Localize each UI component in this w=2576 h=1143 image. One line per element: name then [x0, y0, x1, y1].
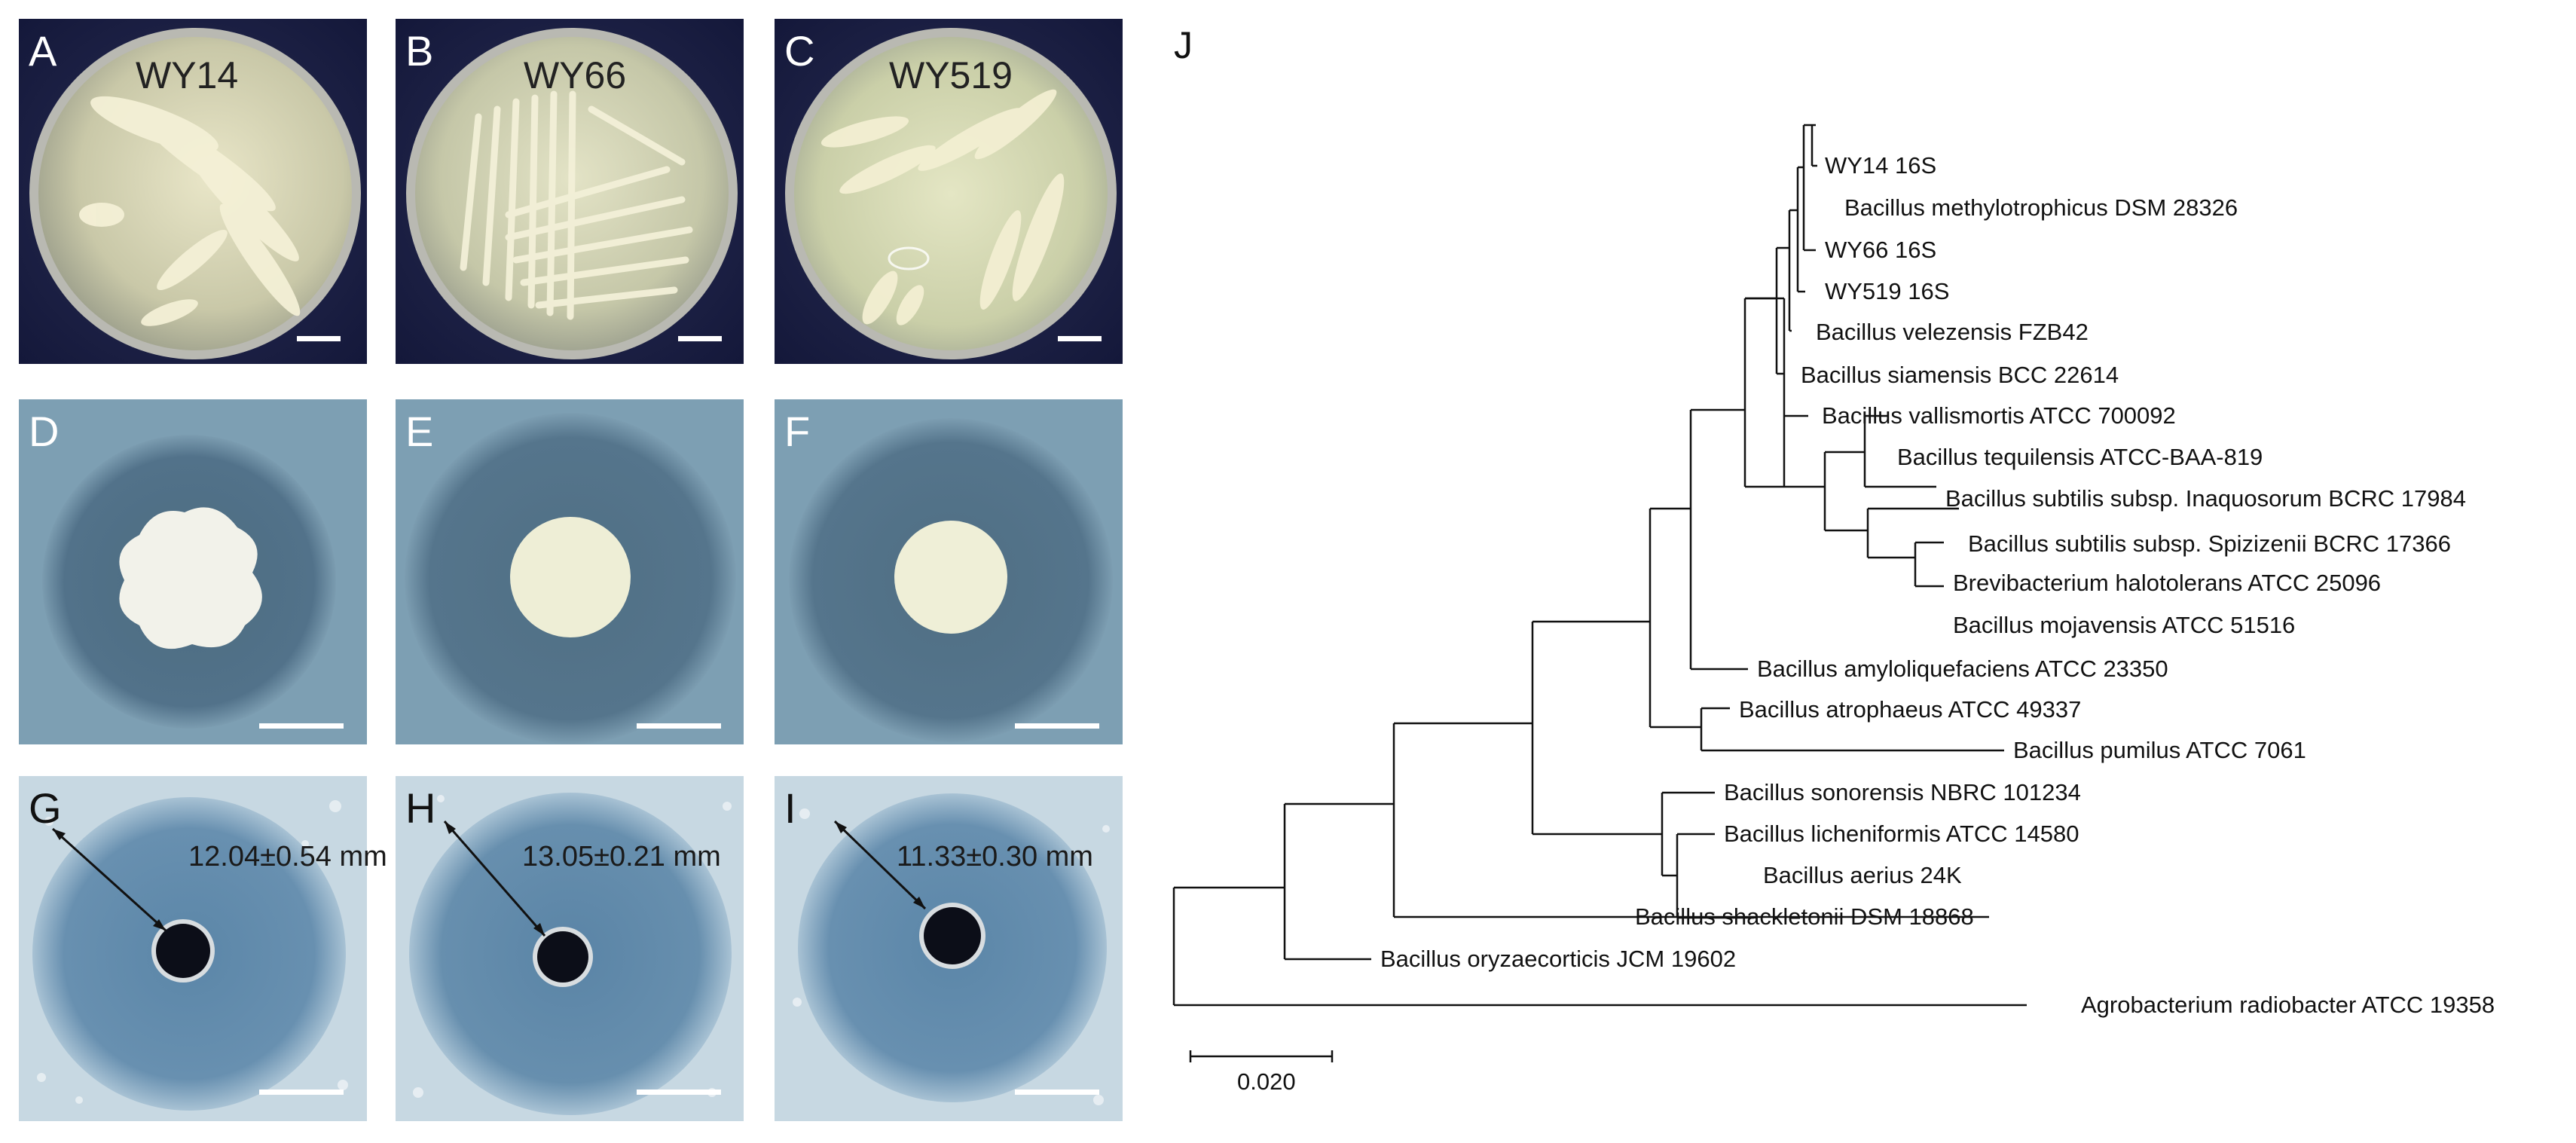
inhibition-zone-measurement-i: 11.33±0.30 mm: [897, 841, 1093, 873]
scale-bar-b: [678, 336, 722, 341]
tree-leaf-label: WY14 16S: [1825, 152, 1936, 179]
panel-label-g: G: [29, 784, 62, 832]
tree-leaf-label: Brevibacterium halotolerans ATCC 25096: [1953, 570, 2381, 596]
panel-label-e: E: [405, 408, 434, 455]
panel-label-c: C: [784, 27, 815, 75]
tree-leaf-label: Bacillus vallismortis ATCC 700092: [1822, 402, 2176, 429]
panel-a-plate-image: [19, 19, 367, 364]
phylogenetic-tree: WY14 16S Bacillus methylotrophicus DSM 2…: [1172, 124, 2495, 1095]
tree-leaf-labels: WY14 16S Bacillus methylotrophicus DSM 2…: [1380, 152, 2495, 1018]
tree-leaf-label: Bacillus mojavensis ATCC 51516: [1953, 612, 2295, 638]
strain-label-wy66: WY66: [524, 54, 627, 96]
tree-leaf-label: Bacillus sonorensis NBRC 101234: [1724, 779, 2081, 805]
scale-bar-g: [259, 1090, 344, 1095]
scale-bar-a: [297, 336, 341, 341]
tree-scale-label: 0.020: [1237, 1068, 1296, 1095]
panel-e-colony-image: [396, 399, 744, 744]
panel-f-colony-image: [775, 399, 1123, 744]
scale-bar-e: [637, 723, 721, 729]
panel-g-inhibition-zone-image: [19, 776, 367, 1121]
tree-leaf-label: Bacillus oryzaecorticis JCM 19602: [1380, 946, 1736, 972]
panel-i-inhibition-zone-image: [775, 776, 1123, 1121]
tree-scale-bar: 0.020: [1189, 1050, 1334, 1095]
panel-b-plate-image: [396, 19, 744, 364]
tree-leaf-label: Bacillus pumilus ATCC 7061: [2013, 737, 2306, 763]
scale-bar-i: [1015, 1090, 1099, 1095]
panel-d-colony-image: [19, 399, 367, 744]
panel-label-b: B: [405, 27, 434, 75]
scale-bar-d: [259, 723, 344, 729]
tree-leaf-label: Bacillus velezensis FZB42: [1816, 319, 2089, 345]
strain-label-wy14: WY14: [136, 54, 239, 96]
inhibition-zone-measurement-g: 12.04±0.54 mm: [188, 841, 387, 873]
tree-leaf-label: Bacillus methylotrophicus DSM 28326: [1844, 194, 2238, 221]
panel-label-a: A: [29, 27, 57, 75]
inhibition-zone-measurement-h: 13.05±0.21 mm: [522, 841, 721, 873]
tree-branches: [1172, 124, 2027, 1007]
tree-leaf-label: Bacillus siamensis BCC 22614: [1801, 362, 2119, 388]
tree-leaf-label: Bacillus subtilis subsp. Spizizenii BCRC…: [1968, 530, 2451, 557]
panel-c-plate-image: [775, 19, 1123, 364]
tree-leaf-label: Bacillus shackletonii DSM 18868: [1635, 903, 1974, 930]
tree-leaf-label: Bacillus licheniformis ATCC 14580: [1724, 821, 2079, 847]
panel-label-d: D: [29, 408, 60, 455]
tree-leaf-label: Bacillus subtilis subsp. Inaquosorum BCR…: [1945, 485, 2466, 512]
scale-bar-c: [1058, 336, 1102, 341]
tree-leaf-label: WY66 16S: [1825, 237, 1936, 263]
panel-label-f: F: [784, 408, 811, 455]
tree-leaf-label: Bacillus amyloliquefaciens ATCC 23350: [1757, 656, 2168, 682]
panel-label-i: I: [784, 784, 796, 832]
tree-leaf-label: Agrobacterium radiobacter ATCC 19358: [2081, 992, 2495, 1018]
scale-bar-h: [637, 1090, 721, 1095]
tree-leaf-label: Bacillus atrophaeus ATCC 49337: [1739, 696, 2081, 723]
scale-bar-f: [1015, 723, 1099, 729]
tree-leaf-label: WY519 16S: [1825, 278, 1949, 304]
panel-h-inhibition-zone-image: [396, 776, 744, 1121]
tree-leaf-label: Bacillus tequilensis ATCC-BAA-819: [1897, 444, 2263, 470]
panel-label-h: H: [405, 784, 436, 832]
strain-label-wy519: WY519: [889, 54, 1013, 96]
panel-label-j: J: [1174, 24, 1193, 66]
tree-leaf-label: Bacillus aerius 24K: [1763, 862, 1962, 888]
